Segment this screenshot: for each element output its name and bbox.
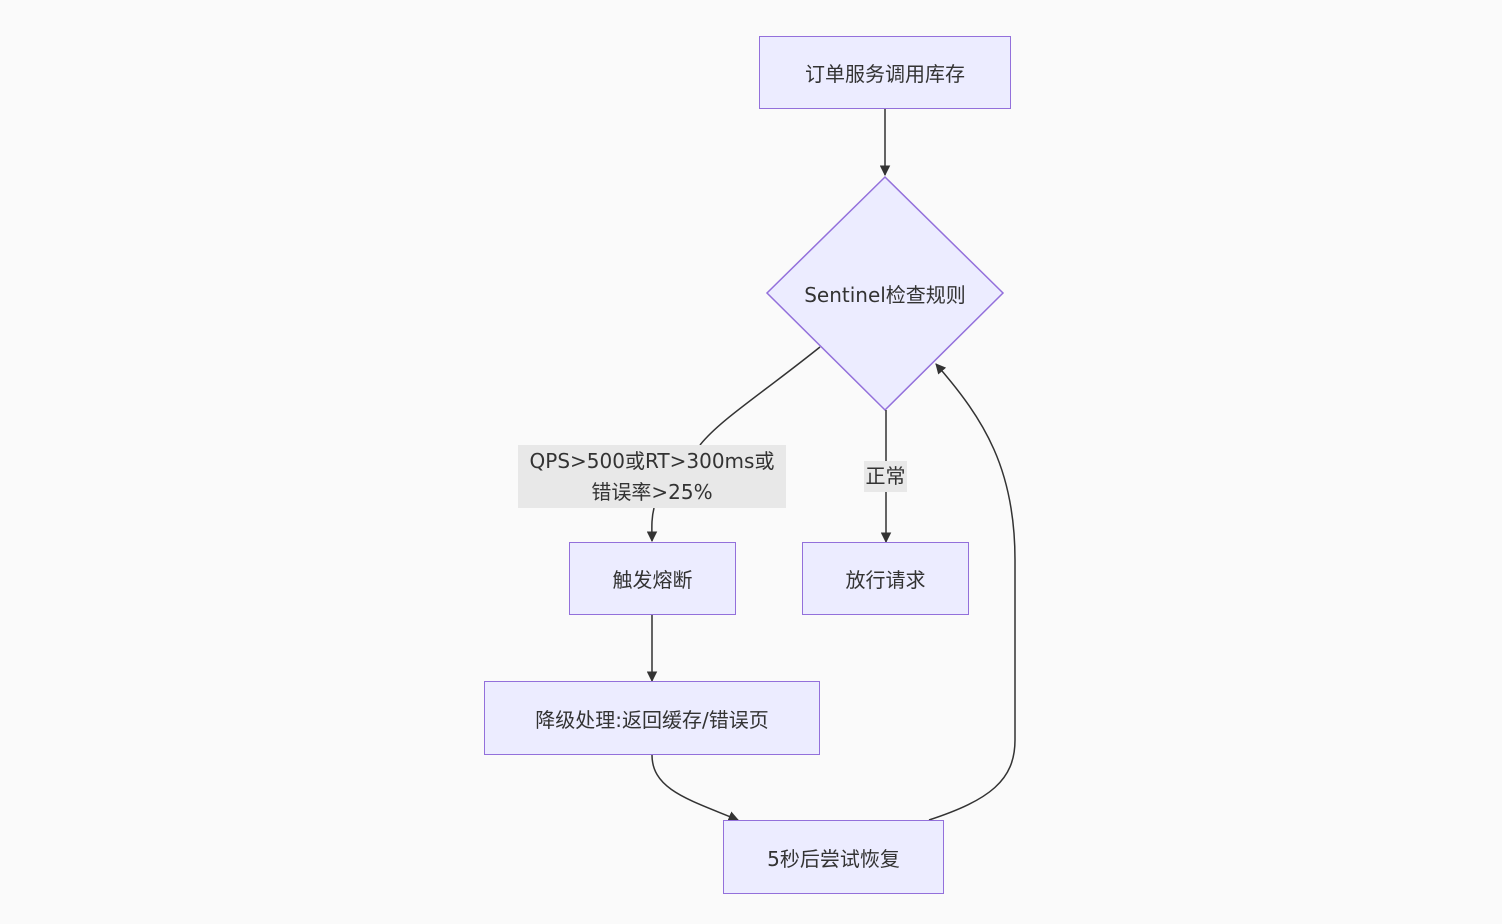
node-pass-request: 放行请求 [802,542,969,615]
edge-check-to-breaker [652,346,821,541]
edge-label-threshold: QPS>500或RT>300ms或错误率>25% [518,445,786,508]
node-degrade: 降级处理:返回缓存/错误页 [484,681,820,755]
edge-degrade-to-recover [651,754,739,822]
node-recover: 5秒后尝试恢复 [723,820,944,894]
node-sentinel-check: Sentinel检查规则 [804,282,966,307]
edge-recover-to-check [928,363,1016,821]
edge-label-normal: 正常 [864,461,907,492]
decision-diamond [765,175,1005,412]
node-trigger-breaker: 触发熔断 [569,542,736,615]
node-order-call: 订单服务调用库存 [759,36,1011,109]
